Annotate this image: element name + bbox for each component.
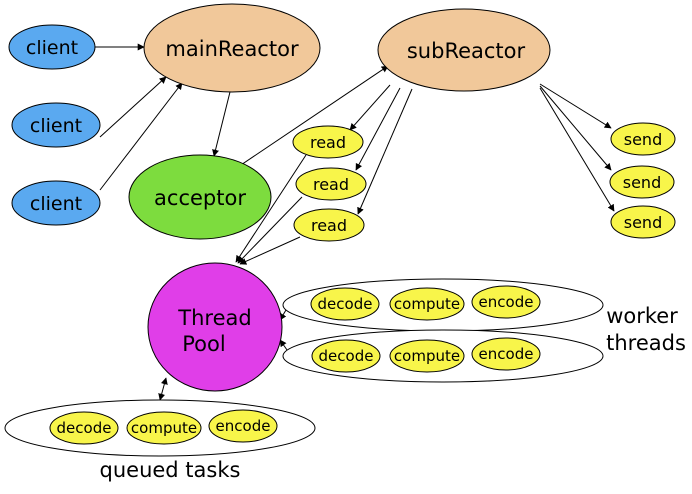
thread-pool-node: Thread Pool bbox=[147, 262, 283, 392]
sub-reactor-node: subReactor bbox=[377, 8, 551, 92]
arrow-client-3-main bbox=[99, 82, 183, 191]
arrow-main-acceptor bbox=[212, 91, 231, 157]
worker-row-1: decode compute encode bbox=[310, 285, 541, 321]
arrow-sub-read-3 bbox=[357, 88, 413, 215]
arrow-sub-send-2 bbox=[539, 85, 612, 171]
client-label: client bbox=[26, 37, 78, 59]
acceptor-label: acceptor bbox=[154, 186, 246, 210]
worker-row-2: decode compute encode bbox=[311, 337, 541, 373]
arrow-sub-send-3 bbox=[539, 87, 615, 212]
read-node-2: read bbox=[295, 167, 367, 201]
arrow-pool-queue bbox=[158, 377, 168, 401]
client-node-1: client bbox=[8, 24, 96, 70]
task-compute: compute bbox=[131, 419, 197, 437]
send-node-2: send bbox=[609, 165, 675, 199]
send-label: send bbox=[624, 213, 662, 232]
send-node-1: send bbox=[610, 122, 676, 156]
task-compute: compute bbox=[394, 347, 460, 365]
arrow-acceptor-sub bbox=[231, 65, 389, 172]
client-label: client bbox=[30, 193, 82, 215]
read-label: read bbox=[311, 216, 347, 235]
sub-reactor-label: subReactor bbox=[407, 39, 526, 63]
main-reactor-node: mainReactor bbox=[143, 3, 321, 93]
acceptor-node: acceptor bbox=[128, 154, 272, 240]
task-encode: encode bbox=[479, 345, 534, 363]
queued-tasks-label: queued tasks bbox=[100, 458, 241, 482]
task-encode: encode bbox=[216, 417, 271, 435]
main-reactor-label: mainReactor bbox=[165, 37, 299, 61]
task-decode: decode bbox=[319, 347, 374, 365]
task-compute: compute bbox=[394, 295, 460, 313]
read-node-1: read bbox=[292, 125, 364, 159]
queued-tasks-row: decode compute encode bbox=[49, 409, 278, 445]
arrow-sub-read-2 bbox=[355, 87, 401, 171]
read-label: read bbox=[313, 175, 349, 194]
thread-pool-label-line-2: Pool bbox=[182, 332, 225, 356]
arrow-sub-read-1 bbox=[349, 84, 391, 131]
thread-pool-label-line-1: Thread bbox=[177, 306, 251, 330]
arrow-read-3-pool bbox=[239, 236, 301, 265]
read-node-3: read bbox=[293, 208, 365, 242]
task-decode: decode bbox=[318, 295, 373, 313]
arrow-read-2-pool bbox=[237, 196, 303, 264]
worker-threads-label-line-2: threads bbox=[606, 331, 686, 355]
client-node-2: client bbox=[11, 102, 101, 148]
send-node-3: send bbox=[610, 205, 676, 239]
send-label: send bbox=[624, 130, 662, 149]
arrow-read-1-pool bbox=[235, 154, 307, 263]
worker-threads-label-line-1: worker bbox=[606, 304, 678, 328]
read-label: read bbox=[310, 133, 346, 152]
connector-arrows bbox=[94, 43, 615, 401]
arrow-client-2-main bbox=[99, 76, 167, 138]
client-label: client bbox=[30, 115, 82, 137]
send-label: send bbox=[623, 173, 661, 192]
arrow-sub-send-1 bbox=[539, 83, 612, 129]
task-encode: encode bbox=[479, 293, 534, 311]
task-decode: decode bbox=[57, 419, 112, 437]
client-node-3: client bbox=[11, 180, 101, 226]
